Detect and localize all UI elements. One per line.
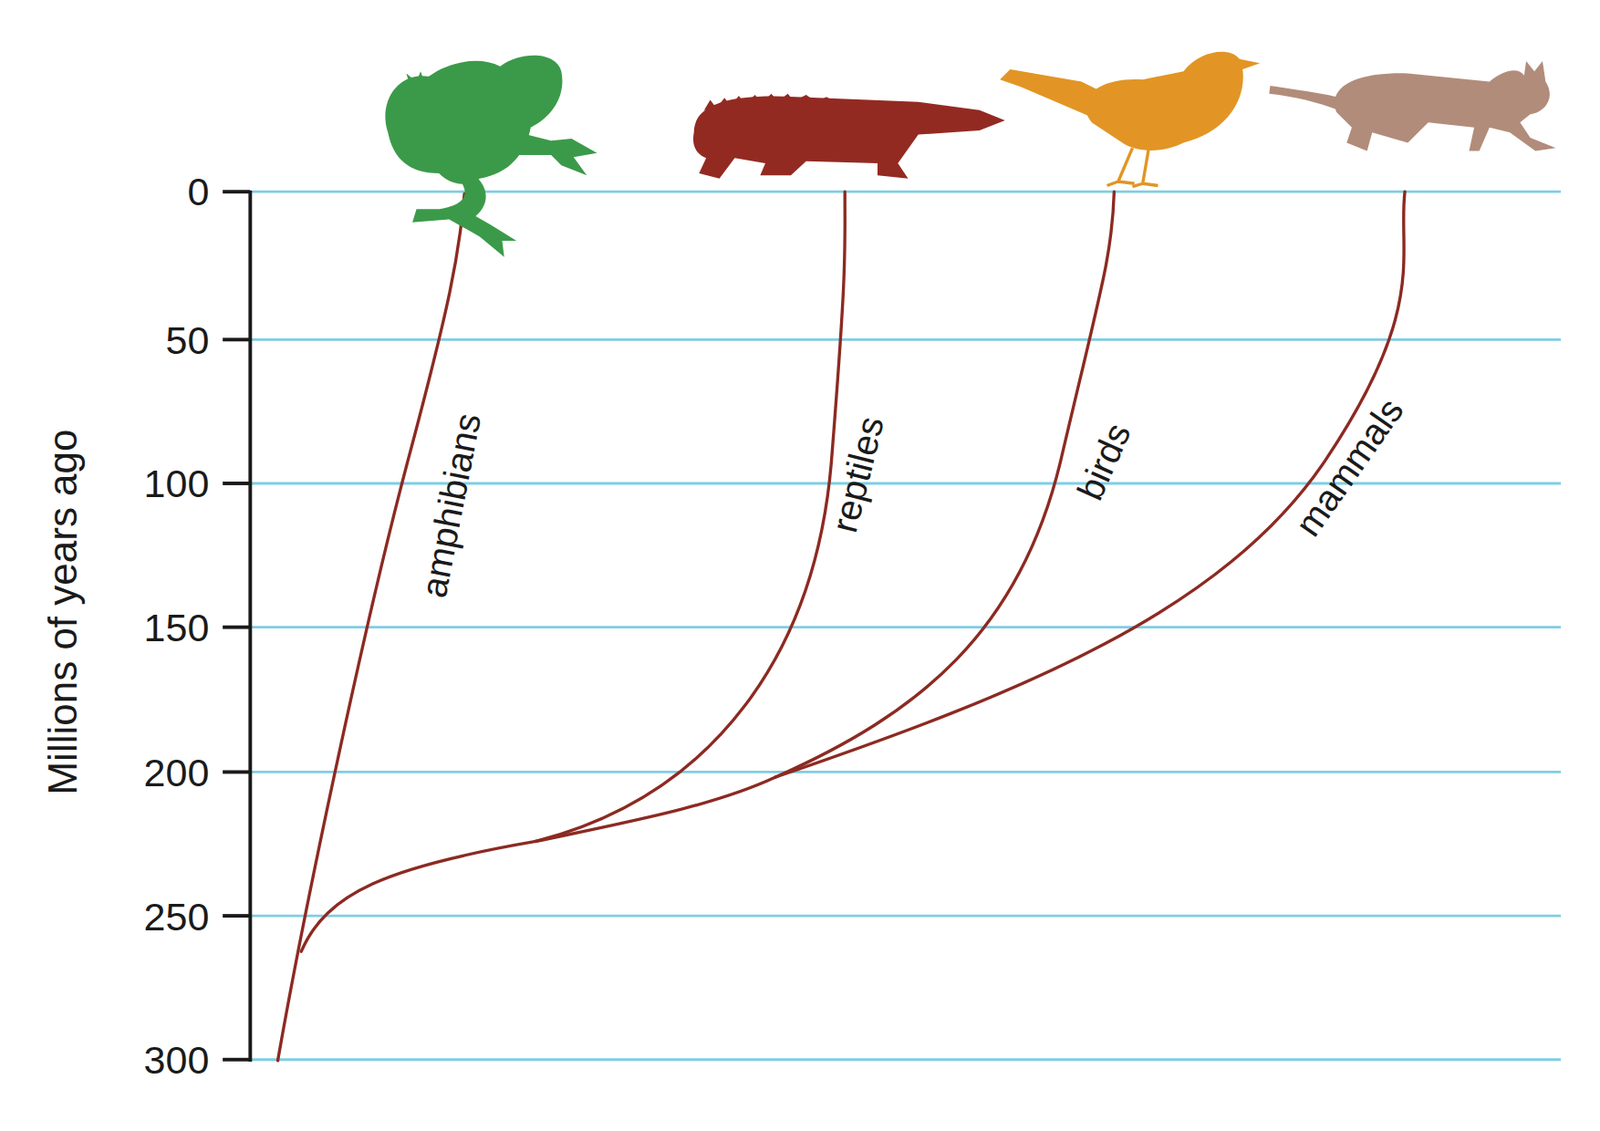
cat-tail <box>1268 85 1339 111</box>
bird-mammal-stem <box>535 777 776 842</box>
amphibian-branch <box>278 193 466 1060</box>
branch-label: amphibians <box>415 409 487 600</box>
tick-label: 100 <box>144 464 210 504</box>
tick-label: 0 <box>187 172 209 212</box>
axis-tick <box>222 625 250 630</box>
axis-tick <box>222 337 250 342</box>
frog-hand <box>405 71 426 97</box>
reptile-branch <box>535 191 845 842</box>
cat-silhouette <box>1268 61 1556 151</box>
frog-silhouette <box>384 55 597 258</box>
crocodile-ridge <box>704 93 837 111</box>
bird-silhouette <box>999 51 1260 188</box>
grid-line <box>249 770 1561 774</box>
grid-line <box>249 190 1561 194</box>
bird-legs <box>1107 147 1159 187</box>
tick-label: 50 <box>165 320 209 360</box>
cat-body <box>1334 61 1557 151</box>
time-axis <box>222 190 250 1062</box>
tick-label: 150 <box>144 607 210 647</box>
tick-label: 200 <box>144 752 210 792</box>
amniote-stem <box>301 841 536 952</box>
tree-branches <box>278 191 1406 1061</box>
axis-tick <box>222 914 250 918</box>
branch-label: mammals <box>1288 392 1410 543</box>
axis-tick <box>222 189 250 194</box>
frog-body <box>384 55 562 185</box>
grid-line <box>249 338 1561 342</box>
tick-label: 300 <box>144 1040 210 1081</box>
axis-tick <box>222 1058 250 1062</box>
frog-leg <box>412 167 517 257</box>
crocodile-body <box>693 96 1006 179</box>
crocodile-silhouette <box>693 93 1006 179</box>
tick-label: 250 <box>144 896 210 936</box>
grid-lines <box>249 191 1561 1060</box>
branch-label: birds <box>1070 417 1137 505</box>
bird-branch <box>775 191 1114 778</box>
axis-title: Millions of years ago <box>42 429 84 796</box>
grid-line <box>249 625 1561 629</box>
grid-line <box>249 914 1561 918</box>
axis-tick <box>222 481 250 486</box>
axis-tick <box>222 769 250 774</box>
grid-line <box>249 1058 1561 1061</box>
bird-tail <box>999 69 1123 118</box>
frog-arm <box>509 130 597 176</box>
mammal-branch <box>775 191 1405 778</box>
